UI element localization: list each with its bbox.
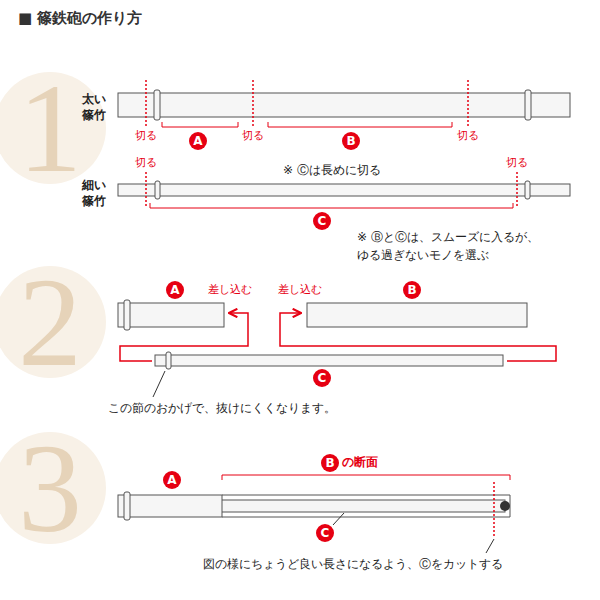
step-number: 2 [18, 258, 82, 386]
callout-text: B [325, 457, 334, 469]
leader-line [153, 371, 494, 553]
callout-text: B [407, 284, 416, 296]
insert-arrow [120, 313, 556, 361]
cut-mark: 切る [135, 156, 157, 170]
cross-section [222, 495, 510, 517]
action-label: 差し込む [208, 283, 252, 297]
callout-letter: C [313, 212, 331, 230]
part-name: 太い 篠竹 [82, 92, 118, 123]
callout-text: C [318, 372, 327, 384]
callout-text: A [193, 135, 202, 147]
cut-line [146, 80, 517, 536]
callout-letter: B [342, 132, 360, 150]
callout-text: A [170, 284, 179, 296]
callout-letter: B [321, 454, 339, 472]
callout-letter: A [189, 132, 207, 150]
title: ■ 篠鉄砲の作り方 [18, 9, 142, 28]
cut-mark: 切る [135, 129, 157, 143]
callout-letter: C [313, 369, 331, 387]
note: 図の様にちょうど良い長さになるよう、Ⓒをカットする [203, 557, 503, 572]
callout-text: B [346, 135, 355, 147]
note: ※ Ⓒは長めに切る [283, 163, 381, 178]
callout-letter: A [163, 471, 181, 489]
part-name: 細い 篠竹 [82, 178, 118, 209]
bamboo [118, 90, 570, 520]
note: ※ ⒷとⒸは、スムーズに入るが、 ゆる過ぎないモノを選ぶ [357, 228, 597, 264]
note: この節のおかげで、抜けにくくなります。 [108, 401, 336, 416]
step-number: 1 [18, 64, 82, 192]
step-number: 3 [18, 424, 82, 552]
callout-letter: A [166, 281, 184, 299]
callout-text: A [167, 474, 176, 486]
callout-letter: B [403, 281, 421, 299]
action-label: 差し込む [278, 283, 322, 297]
bracket [150, 122, 513, 480]
cut-mark: 切る [506, 156, 528, 170]
ball [500, 501, 510, 511]
section-label: の断面 [342, 455, 378, 470]
cut-mark: 切る [242, 129, 264, 143]
callout-text: C [318, 215, 327, 227]
callout-letter: C [316, 524, 334, 542]
cut-mark: 切る [457, 129, 479, 143]
callout-text: C [321, 527, 330, 539]
